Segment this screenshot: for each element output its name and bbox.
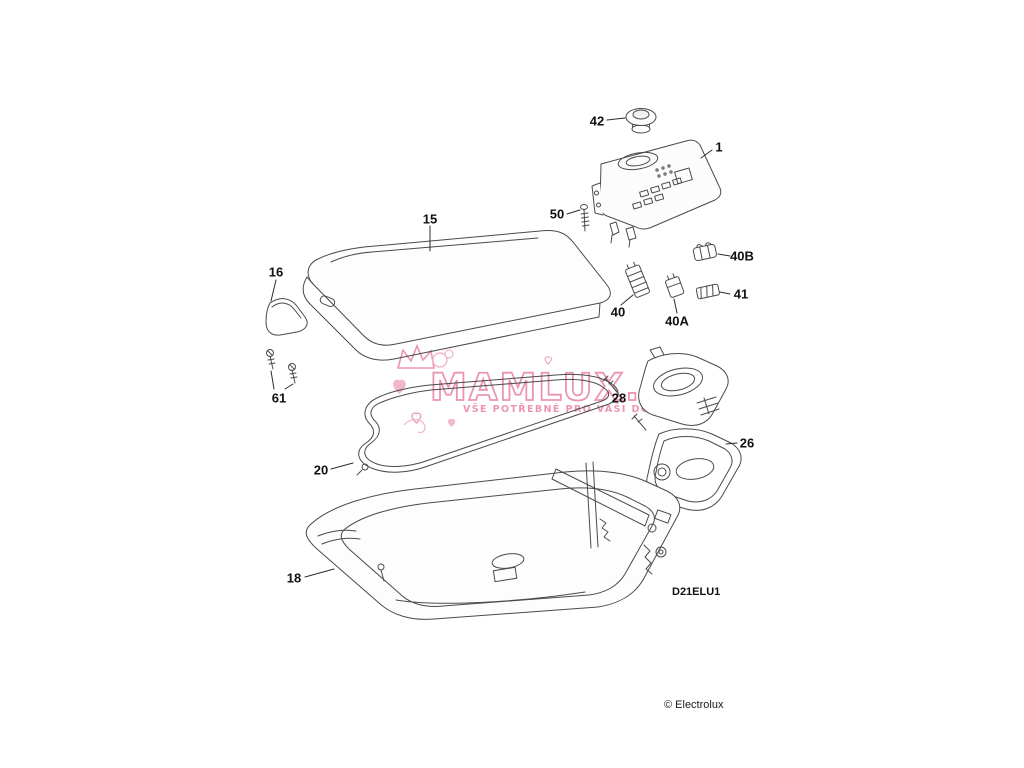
part-label-16: 16 — [268, 264, 284, 280]
part-label-1: 1 — [715, 139, 723, 155]
leader-lines — [270, 117, 738, 578]
heart-icon — [544, 356, 552, 365]
part-label-61: 61 — [271, 390, 287, 406]
part-label-41: 41 — [733, 286, 749, 302]
part-label-15: 15 — [422, 211, 438, 227]
plate-part-41 — [695, 283, 720, 300]
knob-part-42 — [625, 108, 657, 134]
crown-icon — [396, 343, 435, 369]
heart-icon — [393, 379, 406, 394]
part-label-28: 28 — [611, 390, 627, 406]
part-label-40: 40 — [610, 304, 626, 320]
heart-icon — [411, 412, 422, 424]
flower-icon — [432, 352, 448, 368]
part-label-40a: 40A — [665, 313, 689, 329]
frame-part-18 — [305, 461, 681, 620]
trim-part-16 — [265, 298, 308, 336]
part-label-26: 26 — [739, 435, 755, 451]
control-panel-part-1 — [591, 139, 722, 248]
part-label-50: 50 — [549, 206, 565, 222]
copyright-text: © Electrolux — [664, 699, 724, 711]
terminal-part-40 — [625, 261, 651, 298]
part-label-40b: 40B — [730, 248, 754, 264]
heart-icon — [448, 418, 456, 427]
component-part-40b — [692, 242, 717, 262]
part-label-18: 18 — [286, 570, 302, 586]
screws-part-61 — [266, 349, 298, 384]
housing-upper-part-26 — [638, 346, 729, 427]
lid-part-15 — [302, 230, 611, 361]
model-code: D21ELU1 — [672, 586, 721, 598]
part-label-20: 20 — [313, 462, 329, 478]
screw-part-50 — [580, 204, 590, 232]
clip-part-40a — [665, 273, 685, 298]
pins-part-28 — [602, 375, 647, 431]
flower-icon — [444, 349, 454, 359]
gasket-part-20 — [356, 373, 619, 476]
housing-lower-part-26 — [646, 428, 742, 511]
part-label-42: 42 — [589, 113, 605, 129]
swirl-icon — [403, 418, 426, 434]
